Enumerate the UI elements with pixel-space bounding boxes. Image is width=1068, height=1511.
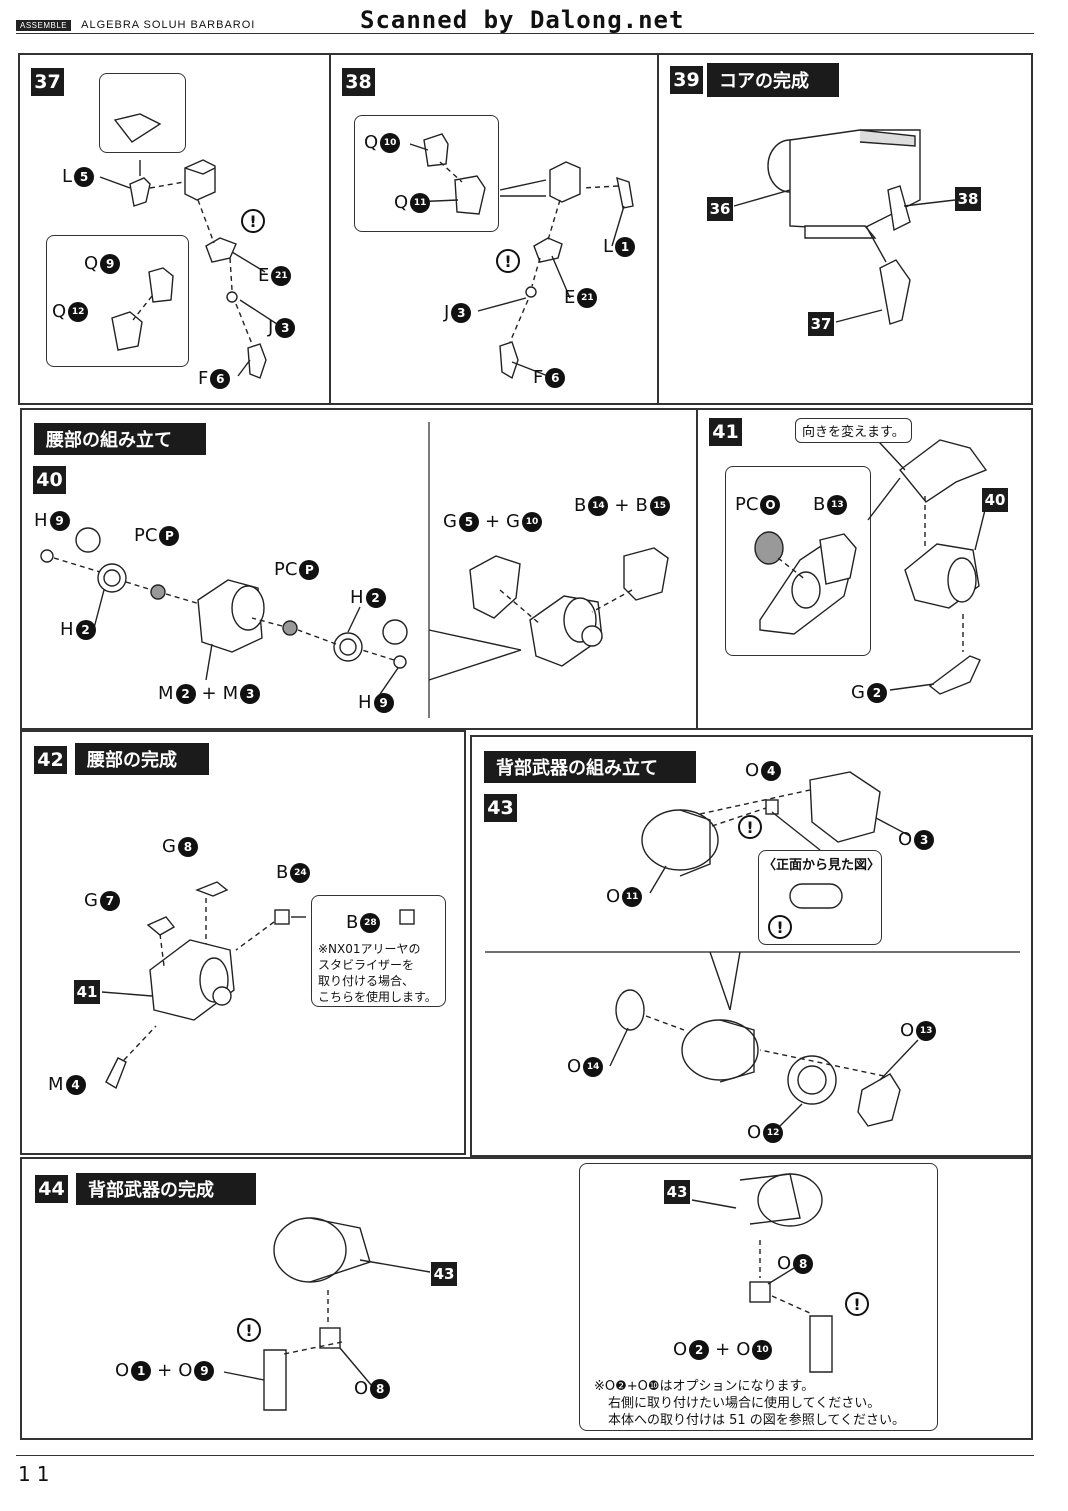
- option-box-42: [311, 895, 446, 1007]
- ref-38: 38: [955, 187, 981, 211]
- option-note-44: ※O❷+O❿はオプションになります。 右側に取り付けたい場合に使用してください。…: [594, 1379, 906, 1428]
- section-tag: ASSEMBLE: [16, 19, 72, 31]
- front-view-caption: 〈正面から見た図〉: [763, 858, 881, 873]
- detail-box-37: [99, 73, 186, 153]
- panel-step-39: [657, 53, 1033, 405]
- header-rule: [16, 33, 1034, 34]
- caution-icon: !: [768, 915, 792, 939]
- step-title-40: 腰部の組み立て: [34, 423, 206, 455]
- caution-icon: !: [237, 1318, 261, 1342]
- caution-icon: !: [738, 815, 762, 839]
- callout-rotate: 向きを変えます。: [795, 418, 912, 443]
- step-title-43: 背部武器の組み立て: [484, 751, 696, 783]
- model-name: ALGEBRA SOLUH BARBAROI: [81, 19, 256, 31]
- ref-43-a: 43: [431, 1262, 457, 1286]
- ref-40: 40: [982, 488, 1008, 512]
- step-number-39: 39: [670, 66, 703, 94]
- caution-icon: !: [845, 1292, 869, 1316]
- page-header: ASSEMBLE ALGEBRA SOLUH BARBAROI: [16, 18, 255, 32]
- step-number-38: 38: [342, 68, 375, 96]
- step-number-37: 37: [31, 68, 64, 96]
- scan-watermark: Scanned by Dalong.net: [360, 6, 685, 34]
- step-number-44: 44: [35, 1175, 68, 1203]
- panel-step-43: [470, 735, 1033, 1157]
- ref-43-b: 43: [664, 1180, 690, 1204]
- step-title-42: 腰部の完成: [75, 743, 209, 775]
- caution-icon: !: [496, 249, 520, 273]
- ref-37: 37: [808, 312, 834, 336]
- step-number-40: 40: [33, 466, 66, 494]
- ref-41: 41: [74, 980, 100, 1004]
- step-title-39: コアの完成: [707, 63, 839, 97]
- option-note-42: ※NX01アリーヤのスタビライザーを取り付ける場合、こちらを使用します。: [318, 942, 437, 1004]
- panel-step-40: [20, 408, 698, 730]
- ref-36: 36: [707, 197, 733, 221]
- step-number-41: 41: [709, 418, 742, 446]
- caution-icon: !: [241, 209, 265, 233]
- step-title-44: 背部武器の完成: [76, 1173, 256, 1205]
- step-number-42: 42: [34, 746, 67, 774]
- page-number: 11: [18, 1462, 56, 1486]
- footer-rule: [16, 1455, 1034, 1456]
- step-number-43: 43: [484, 794, 517, 822]
